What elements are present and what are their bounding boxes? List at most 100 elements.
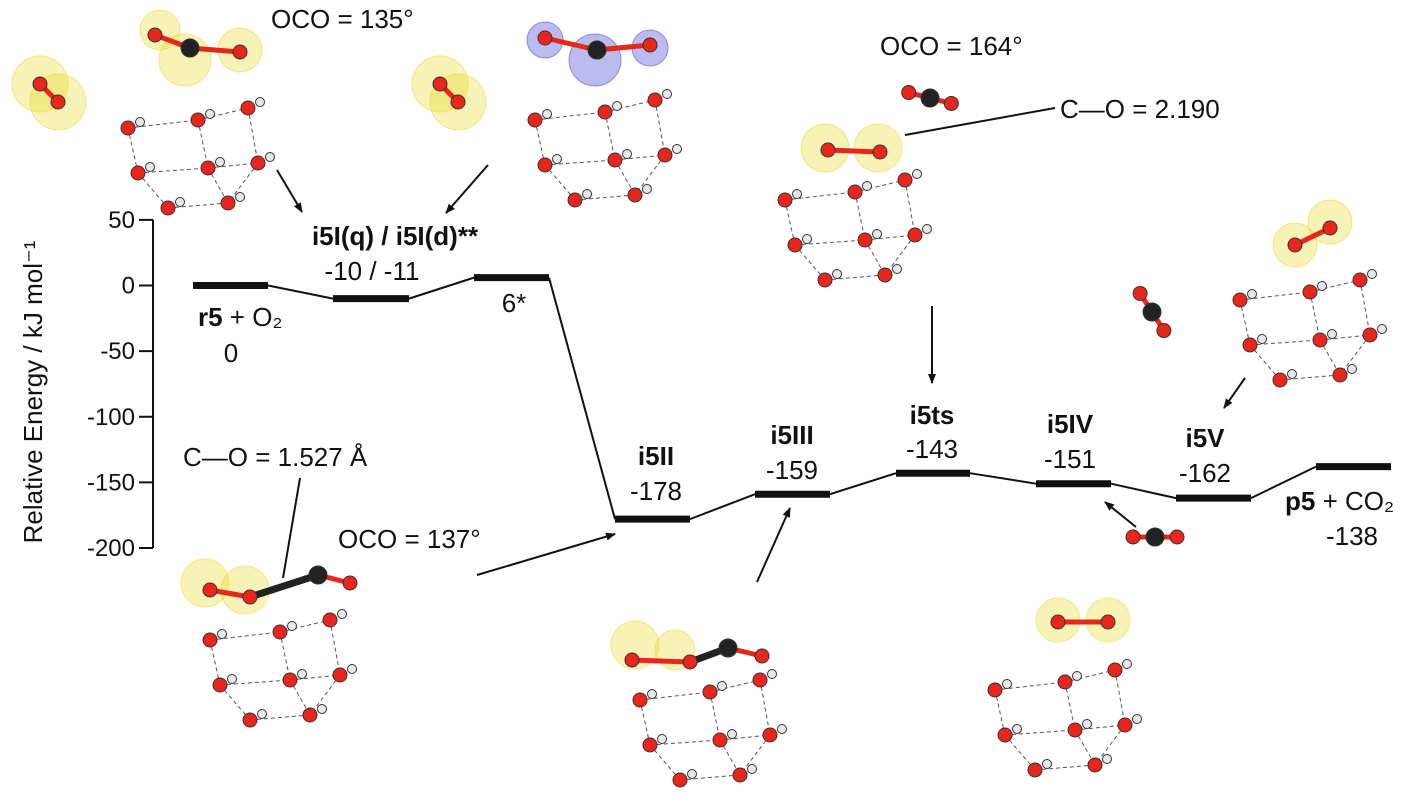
h-bond bbox=[209, 639, 221, 686]
arrow-to-i5V bbox=[1223, 377, 1246, 409]
h-bond bbox=[167, 202, 229, 209]
connector-i5IV-i5V bbox=[1110, 482, 1177, 500]
arrow-to-i5II bbox=[476, 532, 616, 576]
atom bbox=[1232, 292, 1248, 308]
atom bbox=[242, 712, 258, 728]
y-tick-label: -150 bbox=[87, 469, 135, 496]
atom bbox=[732, 767, 748, 783]
atom bbox=[872, 144, 888, 160]
adsorbed-co2-blue bbox=[526, 21, 669, 87]
connector-i5V-p5 bbox=[1250, 465, 1317, 500]
h-bond bbox=[1279, 374, 1341, 381]
h-bond bbox=[227, 162, 259, 204]
atom bbox=[1312, 332, 1328, 348]
h-bond bbox=[1319, 334, 1371, 341]
h-bond bbox=[329, 619, 341, 676]
atom bbox=[747, 764, 757, 774]
connector-i5ts-i5IV bbox=[969, 472, 1037, 485]
atom bbox=[712, 732, 728, 748]
h-bond bbox=[854, 179, 906, 193]
arrows bbox=[276, 107, 1246, 583]
h-bond bbox=[719, 734, 771, 741]
level-name-i5ts: i5ts bbox=[910, 400, 955, 430]
atom bbox=[287, 621, 297, 631]
h-bond bbox=[127, 119, 199, 129]
atom bbox=[1142, 302, 1162, 322]
o2-yellow-ts bbox=[800, 123, 903, 173]
atom bbox=[872, 229, 882, 239]
h-bond bbox=[1064, 681, 1076, 731]
water-cluster bbox=[1232, 269, 1387, 388]
y-tick-label: -100 bbox=[87, 404, 135, 431]
annotations: OCO = 135° OCO = 164° C—O = 2.190 C—O = … bbox=[183, 4, 1220, 554]
atom bbox=[897, 172, 913, 188]
connector-i5II-i5III bbox=[689, 493, 756, 521]
arrow-to-i5III bbox=[756, 507, 791, 583]
atom bbox=[147, 27, 163, 43]
atom bbox=[1257, 334, 1267, 344]
h-bond bbox=[1249, 344, 1281, 381]
h-bond bbox=[1004, 729, 1076, 736]
h-bond bbox=[904, 179, 916, 236]
atom bbox=[272, 624, 288, 640]
atom bbox=[802, 234, 812, 244]
atom bbox=[922, 224, 932, 234]
atom bbox=[1057, 674, 1073, 690]
h-bond bbox=[854, 191, 866, 241]
h-bond bbox=[604, 99, 656, 113]
connector-r5-i5I bbox=[267, 284, 334, 300]
h-bond bbox=[1249, 339, 1321, 346]
atom bbox=[892, 264, 902, 274]
h-bond bbox=[649, 739, 721, 746]
atom bbox=[1082, 719, 1092, 729]
atom bbox=[215, 157, 225, 167]
h-bond bbox=[137, 172, 169, 209]
atom bbox=[1317, 281, 1327, 291]
level-value-p5: -138 bbox=[1326, 521, 1378, 551]
water-cluster bbox=[527, 89, 682, 208]
h-bond bbox=[534, 111, 606, 121]
co2-molecule bbox=[1125, 527, 1185, 547]
atom bbox=[227, 674, 237, 684]
atom bbox=[857, 232, 873, 248]
atom bbox=[257, 709, 267, 719]
connector-i5I-ts6 bbox=[408, 276, 475, 300]
atom bbox=[1327, 329, 1337, 339]
h-bond bbox=[197, 107, 249, 121]
atom bbox=[1050, 614, 1066, 630]
atom bbox=[1012, 724, 1022, 734]
atom bbox=[120, 120, 136, 136]
atom bbox=[687, 769, 697, 779]
atom bbox=[657, 734, 667, 744]
atom bbox=[1042, 759, 1052, 769]
h-bond bbox=[709, 679, 761, 693]
y-tick-label: 0 bbox=[122, 273, 135, 300]
bond bbox=[248, 571, 320, 601]
atom bbox=[1362, 327, 1378, 343]
atom bbox=[130, 165, 146, 181]
atom bbox=[1145, 527, 1165, 547]
atom bbox=[1100, 614, 1116, 630]
atom bbox=[212, 677, 228, 693]
atom bbox=[1287, 369, 1297, 379]
connector-lines bbox=[267, 276, 1317, 521]
atom bbox=[217, 629, 227, 639]
atom bbox=[647, 689, 657, 699]
atom bbox=[662, 89, 672, 99]
atom bbox=[597, 104, 613, 120]
connector-ts6-i5II bbox=[548, 277, 616, 520]
atom bbox=[1156, 323, 1172, 339]
atom bbox=[672, 144, 682, 154]
atom bbox=[302, 707, 318, 723]
atom bbox=[450, 94, 466, 110]
atom bbox=[552, 154, 562, 164]
atom bbox=[205, 109, 215, 119]
h-bond bbox=[1034, 764, 1096, 771]
atom bbox=[160, 200, 176, 216]
h-bond bbox=[279, 619, 331, 633]
molecule-illustrations bbox=[11, 9, 1387, 788]
o2-molecule bbox=[11, 55, 87, 131]
level-name-i5IV: i5IV bbox=[1047, 409, 1094, 439]
atom bbox=[820, 142, 836, 158]
